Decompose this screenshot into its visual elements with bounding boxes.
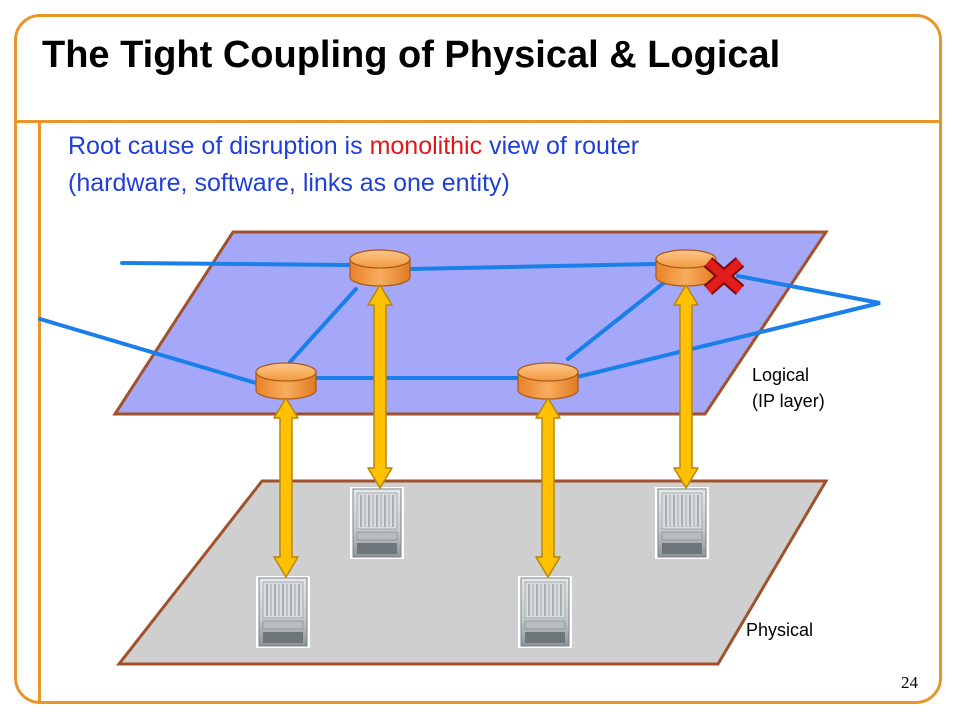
logical-layer-label: Logical (IP layer) bbox=[752, 362, 825, 414]
ip-link bbox=[38, 317, 258, 385]
ip-link bbox=[575, 274, 881, 379]
ip-links bbox=[38, 261, 881, 385]
logical-plane bbox=[112, 230, 829, 416]
chassis-router-icon bbox=[654, 486, 710, 560]
coupling-arrow bbox=[273, 397, 299, 578]
logical-router-icon bbox=[349, 249, 411, 287]
logical-label-line-2: (IP layer) bbox=[752, 391, 825, 411]
chassis-router-icon bbox=[255, 575, 311, 649]
slide-title: The Tight Coupling of Physical & Logical bbox=[42, 34, 781, 76]
coupling-arrow bbox=[535, 397, 561, 578]
subtitle-highlight: monolithic bbox=[369, 132, 483, 160]
failure-x-icon bbox=[703, 257, 745, 295]
logical-label-line-1: Logical bbox=[752, 365, 810, 385]
subtitle-text-1: Root cause of disruption is bbox=[68, 132, 370, 160]
chassis-router-icon bbox=[517, 575, 573, 649]
logical-router-icon bbox=[255, 362, 317, 400]
logical-router-icon bbox=[517, 362, 579, 400]
logical-router-icon bbox=[655, 249, 717, 287]
ip-link bbox=[408, 262, 658, 271]
chassis-router-icon bbox=[349, 486, 405, 560]
ip-link bbox=[566, 280, 667, 361]
physical-layer-label: Physical bbox=[746, 620, 814, 640]
subtitle-text-2: view of router bbox=[482, 132, 640, 160]
title-divider bbox=[14, 120, 942, 123]
slide-frame bbox=[14, 14, 942, 704]
coupling-arrow bbox=[367, 284, 393, 489]
coupling-arrow bbox=[673, 284, 699, 489]
left-rule bbox=[38, 120, 41, 704]
physical-plane bbox=[115, 479, 829, 666]
ip-link bbox=[288, 287, 358, 364]
page-number: 24 bbox=[901, 673, 918, 692]
ip-link bbox=[120, 261, 352, 267]
slide-subtitle: Root cause of disruption is monolithic v… bbox=[68, 128, 639, 202]
subtitle-line-1: Root cause of disruption is monolithic v… bbox=[68, 128, 639, 165]
subtitle-line-2: (hardware, software, links as one entity… bbox=[68, 169, 510, 197]
